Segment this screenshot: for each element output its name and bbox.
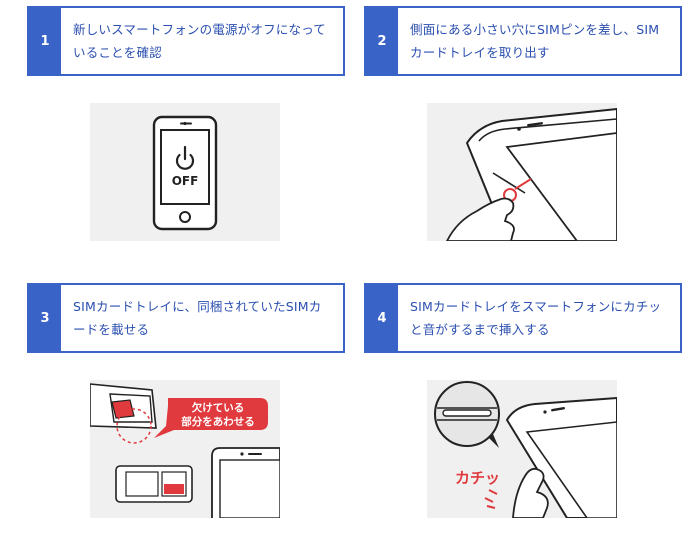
step-3-illustration: 欠けている 部分をあわせる (90, 380, 280, 518)
step-3-header: 3 SIMカードトレイに、同梱されていたSIMカードを載せる (27, 283, 345, 353)
step-number: 3 (29, 285, 61, 351)
callout-line-2: 部分をあわせる (181, 415, 255, 428)
power-icon (175, 145, 195, 170)
step-number: 1 (29, 8, 61, 74)
sim-card-icon (111, 399, 135, 419)
step-number: 4 (366, 285, 398, 351)
step-1-header: 1 新しいスマートフォンの電源がオフになっていることを確認 (27, 6, 345, 76)
step-text: 新しいスマートフォンの電源がオフになっていることを確認 (73, 22, 327, 60)
step-text: 側面にある小さい穴にSIMピンを差し、SIMカードトレイを取り出す (410, 22, 660, 60)
step-number: 2 (366, 8, 398, 74)
click-sound-label: カチッ (455, 469, 500, 487)
hand-icon (512, 467, 549, 518)
step-text: SIMカードトレイに、同梱されていたSIMカードを載せる (73, 299, 322, 337)
step-4-illustration: カチッ (427, 380, 617, 518)
off-label: OFF (172, 174, 199, 188)
step-2-header: 2 側面にある小さい穴にSIMピンを差し、SIMカードトレイを取り出す (364, 6, 682, 76)
step-4-header: 4 SIMカードトレイをスマートフォンにカチッと音がするまで挿入する (364, 283, 682, 353)
callout-line-1: 欠けている (192, 401, 245, 414)
step-text: SIMカードトレイをスマートフォンにカチッと音がするまで挿入する (410, 299, 662, 337)
callout-bubble (154, 398, 268, 438)
step-1-illustration: OFF (90, 103, 280, 241)
hand-icon (445, 197, 515, 241)
step-2-illustration (427, 103, 617, 241)
